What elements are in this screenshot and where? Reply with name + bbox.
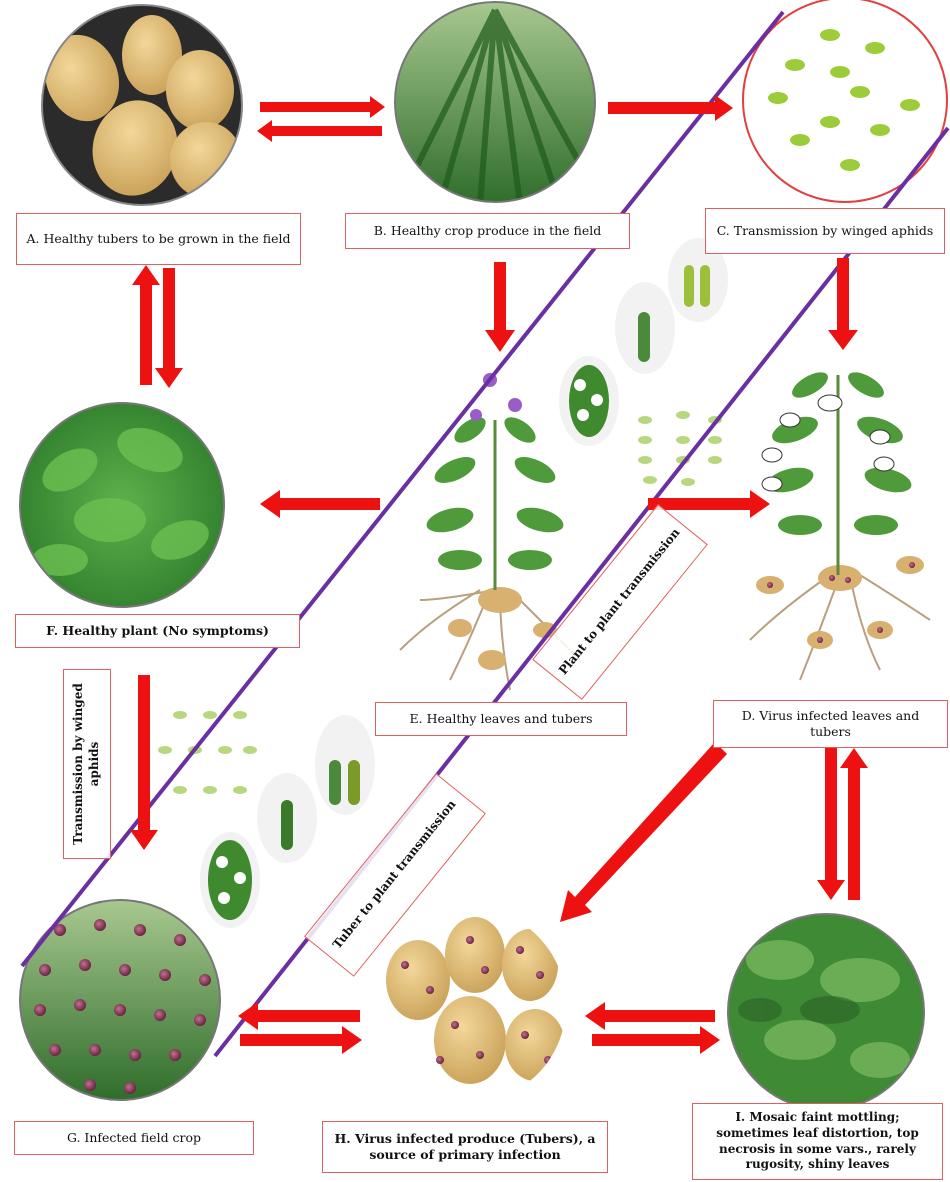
diagnostic-samples-upper	[559, 238, 728, 486]
healthy-field-photo	[395, 0, 600, 205]
infected-plant-illustration	[750, 367, 930, 680]
label-f-text: F. Healthy plant (No symptoms)	[46, 623, 269, 639]
arrow-b-to-e	[485, 262, 515, 352]
label-h-infected-produce: H. Virus infected produce (Tubers), a so…	[322, 1121, 608, 1173]
arrow-a-to-f	[155, 268, 183, 388]
label-i-mosaic-symptoms: I. Mosaic faint mottling; sometimes leaf…	[692, 1103, 943, 1180]
healthy-plant-photo	[20, 400, 225, 610]
arrow-f-to-a	[132, 265, 160, 385]
infected-tubers-photo	[370, 907, 566, 1103]
label-aphid-transmission-vertical-text: Transmission by winged aphids	[71, 670, 102, 858]
label-h-text: H. Virus infected produce (Tubers), a so…	[329, 1131, 601, 1164]
label-b-text: B. Healthy crop produce in the field	[374, 223, 602, 239]
arrow-h-to-i	[592, 1026, 720, 1054]
mosaic-leaves-photo	[725, 910, 930, 1115]
arrow-b-to-a	[257, 120, 382, 142]
healthy-tubers-photo	[33, 0, 250, 210]
arrow-a-to-b	[260, 96, 385, 118]
label-a-text: A. Healthy tubers to be grown in the fie…	[27, 231, 291, 247]
label-e-text: E. Healthy leaves and tubers	[410, 711, 593, 727]
label-c-text: C. Transmission by winged aphids	[717, 223, 934, 239]
label-g-infected-field: G. Infected field crop	[14, 1121, 254, 1155]
arrow-h-to-g	[238, 1002, 360, 1030]
arrow-i-to-h	[585, 1002, 715, 1030]
winged-aphids-circle	[743, 0, 947, 202]
label-d-infected-leaves: D. Virus infected leaves and tubers	[713, 700, 948, 748]
label-i-text: I. Mosaic faint mottling; sometimes leaf…	[699, 1110, 936, 1172]
label-a-healthy-tubers: A. Healthy tubers to be grown in the fie…	[16, 213, 301, 265]
arrow-d-to-h	[560, 742, 727, 922]
label-d-text: D. Virus infected leaves and tubers	[720, 708, 941, 741]
label-aphid-transmission-vertical: Transmission by winged aphids	[63, 669, 111, 859]
arrow-e-to-f	[260, 490, 380, 518]
label-g-text: G. Infected field crop	[67, 1130, 201, 1146]
arrow-i-to-d	[840, 748, 868, 900]
label-f-healthy-plant: F. Healthy plant (No symptoms)	[15, 614, 300, 648]
label-c-aphid-transmission: C. Transmission by winged aphids	[705, 208, 945, 254]
arrow-d-to-i	[817, 748, 845, 900]
arrow-g-to-h	[240, 1026, 362, 1054]
label-b-healthy-crop: B. Healthy crop produce in the field	[345, 213, 630, 249]
label-e-healthy-leaves: E. Healthy leaves and tubers	[375, 702, 627, 736]
